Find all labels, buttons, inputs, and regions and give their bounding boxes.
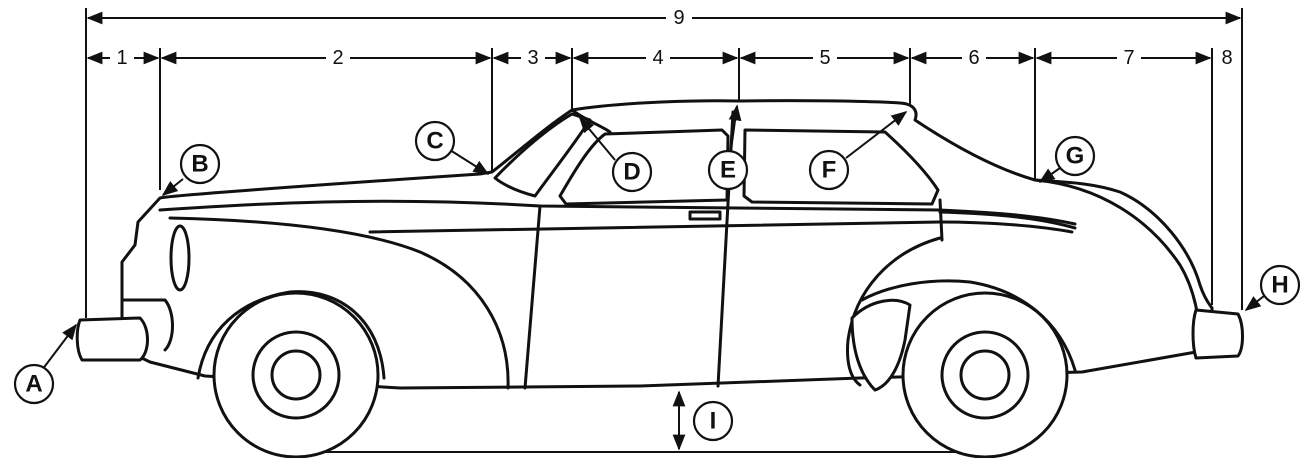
callout-g: G — [1038, 135, 1096, 183]
dimension-6: 6 — [910, 46, 1035, 70]
callout-b-label: B — [191, 151, 208, 178]
rear-bumper — [1191, 308, 1244, 360]
callout-a: A — [13, 323, 77, 405]
dimension-7: 7 — [1035, 46, 1212, 70]
dimension-5-label: 5 — [819, 47, 830, 69]
callout-d-label: D — [623, 159, 640, 186]
front-wheel — [212, 291, 380, 458]
dimension-2-label: 2 — [332, 47, 343, 69]
dimension-1-label: 1 — [116, 47, 127, 69]
dimension-7-label: 7 — [1123, 47, 1134, 69]
callout-a-label: A — [25, 371, 42, 398]
callout-g-label: G — [1066, 143, 1085, 170]
callout-f-label: F — [822, 157, 837, 184]
callout-e-label: E — [720, 157, 736, 184]
car-illustration — [75, 99, 1244, 458]
dimension-3: 3 — [492, 46, 572, 70]
dimension-8: 8 — [1221, 47, 1232, 69]
extension-lines — [85, 8, 1243, 318]
callout-e: E — [707, 104, 749, 191]
dimension-1: 1 — [86, 46, 160, 70]
dimension-2: 2 — [160, 46, 492, 70]
dimension-9: 9 — [86, 6, 1242, 30]
dimension-3-label: 3 — [527, 47, 538, 69]
dimension-9-label: 9 — [673, 7, 684, 29]
callout-i: I — [692, 400, 734, 442]
callout-f: F — [808, 111, 908, 191]
callout-h-label: H — [1271, 272, 1288, 299]
dimension-8-label: 8 — [1221, 47, 1232, 69]
callout-d: D — [578, 116, 653, 193]
dimension-6-label: 6 — [968, 47, 979, 69]
ground-clearance — [322, 390, 975, 453]
callout-c: C — [414, 120, 490, 175]
callout-c-label: C — [426, 128, 443, 155]
rear-wheel — [901, 291, 1069, 458]
callout-b: B — [161, 143, 221, 196]
front-bumper — [75, 316, 149, 362]
callout-h: H — [1244, 264, 1301, 311]
dimension-4: 4 — [572, 46, 739, 70]
dimension-4-label: 4 — [652, 47, 663, 69]
dimension-5: 5 — [739, 46, 910, 70]
callout-i-label: I — [710, 408, 717, 435]
